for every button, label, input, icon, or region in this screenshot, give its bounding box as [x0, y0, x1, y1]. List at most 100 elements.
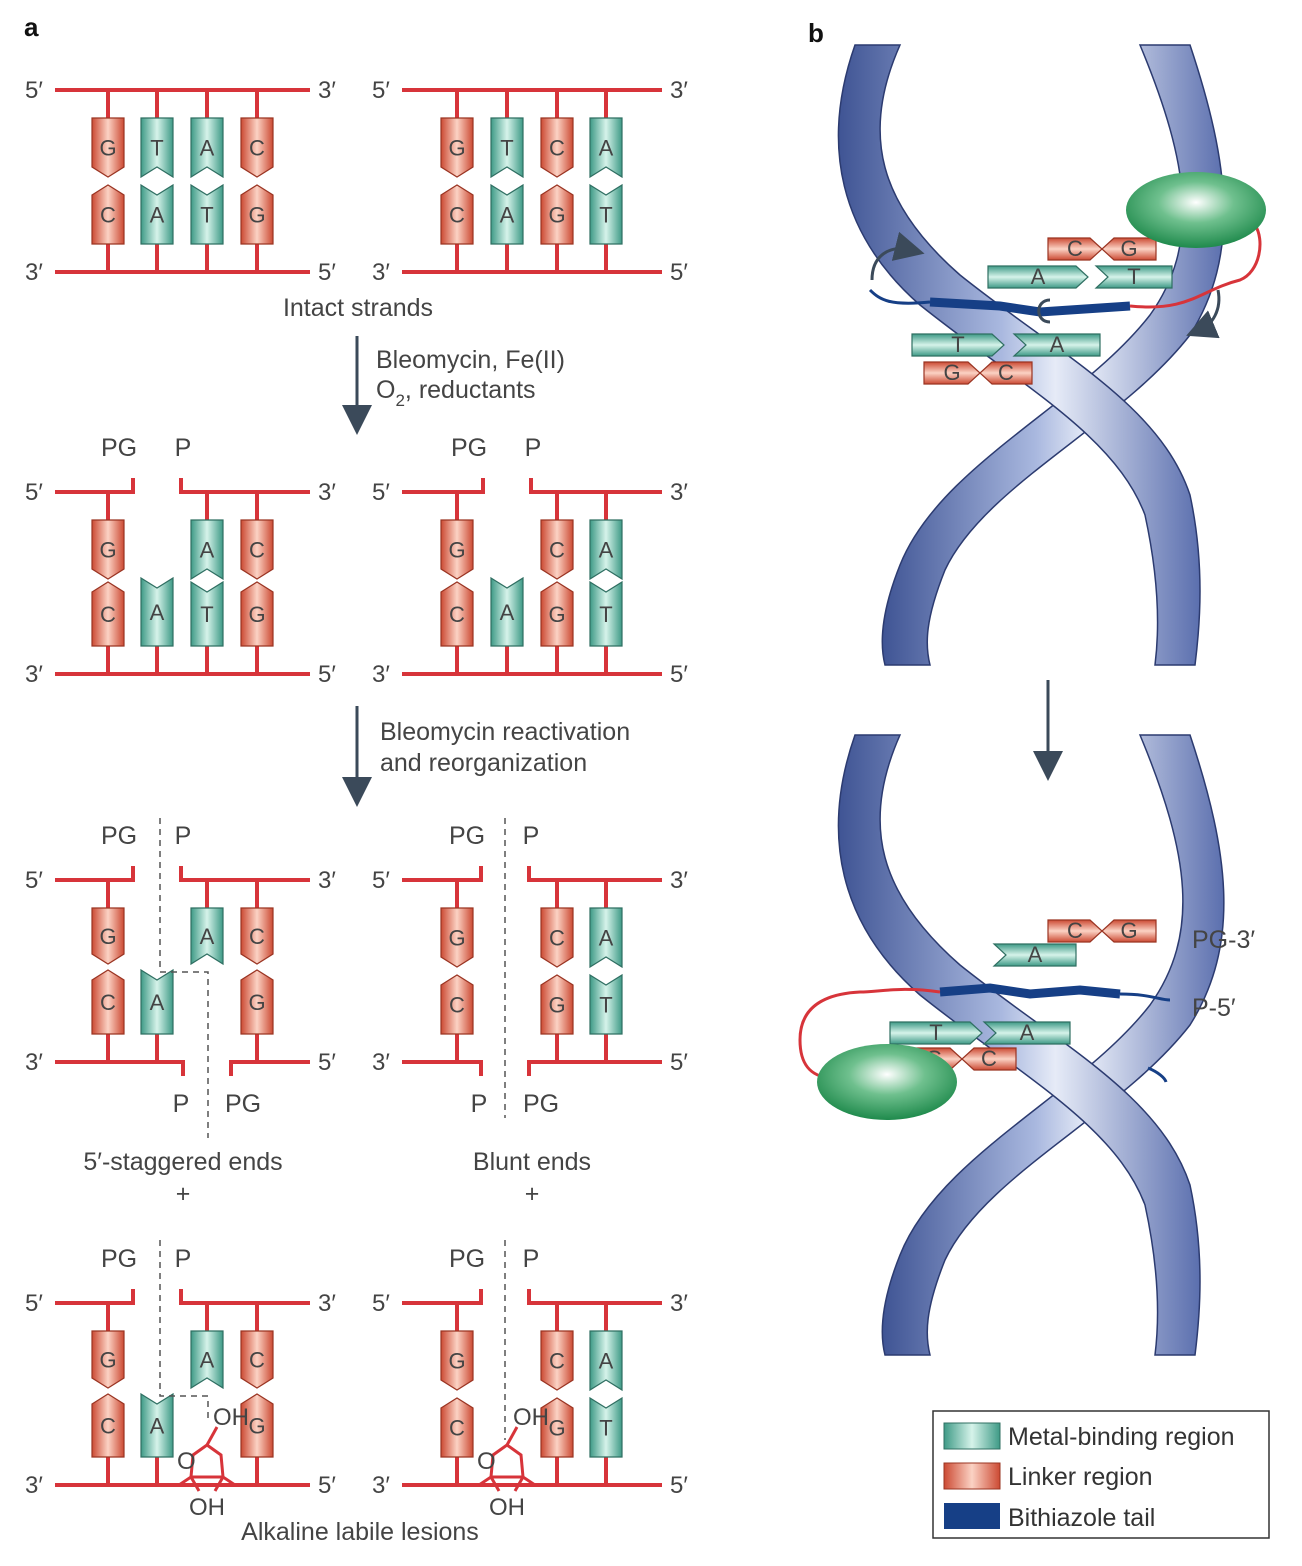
rowcleaved-right-3prime-top: 3′ [670, 479, 688, 506]
lesion-right-top-base-3-letter: A [599, 1349, 614, 1374]
intact-left-top-base-1-letter: T [150, 136, 163, 161]
helix-top-pair0-right-letter: G [1120, 236, 1137, 261]
lesion-right-top-base-2-letter: C [549, 1349, 565, 1374]
intact-left-top-base-2-letter: A [200, 136, 215, 161]
staggered-ends-caption: 5′-staggered ends [83, 1148, 282, 1176]
rowcleaved-left-3prime-top: 3′ [318, 479, 336, 506]
lesion-left-top-strand-left [55, 1289, 135, 1305]
helix-bottom-pair0-left-shape [1047, 919, 1103, 943]
helix-bottom-tail-end [1119, 992, 1171, 1002]
rowstaggered-5prime-bottom: 5′ [318, 1049, 336, 1076]
intact-left-top-base-3-letter: C [249, 136, 265, 161]
helix-top-tail-end [868, 288, 931, 305]
rowlesion-left-3prime-bottom: 3′ [25, 1472, 43, 1499]
rowintact-left-3prime-top: 3′ [318, 77, 336, 104]
rowblunt-3prime-bottom: 3′ [372, 1049, 390, 1076]
blunt-top-strand-left [402, 866, 483, 882]
lesion-right-lesion-o: O [477, 1448, 496, 1475]
legend-metal-binding-label: Metal-binding region [1008, 1423, 1235, 1451]
rowlesion-right-5prime-top: 5′ [372, 1290, 390, 1317]
blunt-top-base-0-shape [440, 907, 474, 968]
lesion-left-lesion-oh-top: OH [213, 1404, 249, 1431]
rowcleaved-right-3prime-bottom: 3′ [372, 661, 390, 688]
helix-top-pair1-right-shape [1094, 265, 1173, 289]
rowlesion-right-5prime-bottom: 5′ [670, 1472, 688, 1499]
cleaved-left-top-strand-right [179, 478, 310, 494]
helix-bottom-pair1-left-letter: A [1028, 942, 1043, 967]
panel-a-letter: a [24, 12, 39, 42]
blunt-pg-top: PG [449, 822, 485, 850]
rowlesion-left-5prime-bottom: 5′ [318, 1472, 336, 1499]
intact-right-bottom-base-1-letter: A [500, 203, 515, 228]
lesion-right-bottom-base-3-shape [589, 1396, 623, 1458]
lesion-left-top-base-3-shape [240, 1330, 274, 1389]
staggered-top-base-3-letter: C [249, 924, 265, 949]
blunt-ends-caption: Blunt ends [473, 1148, 591, 1176]
lesion-right-pg-top: PG [449, 1245, 485, 1273]
cleaved-left-top-base-2-shape [190, 519, 224, 581]
helix-top-pair1-right-letter: T [1127, 264, 1140, 289]
helix-top-pair3-right-letter: C [998, 360, 1014, 385]
helix-top-pair2-right-letter: A [1050, 332, 1065, 357]
helix-bottom-linker [798, 987, 941, 1080]
cleaved-right-top-base-3-letter: A [599, 538, 614, 563]
staggered-top-strand-right [179, 866, 310, 882]
blunt-bottom-base-2-shape [540, 974, 574, 1035]
cleaved-right-top-base-2-shape [540, 519, 574, 580]
cleaved-right-bottom-base-3-letter: T [599, 602, 612, 627]
lesion-right-top-strand-right [527, 1289, 662, 1305]
helix-top-pair3-right-shape [979, 361, 1033, 385]
cleaved-left-bottom-base-0-shape [91, 581, 125, 647]
lesion-left-bottom-base-1-letter: A [150, 1414, 165, 1439]
intact-left-top-base-3-shape [240, 117, 274, 178]
lesion-left-bottom-base-3-shape [240, 1393, 274, 1458]
lesion-left-lesion-oh-bottom: OH [189, 1494, 225, 1521]
intact-left-bottom-base-2-letter: T [200, 203, 213, 228]
panel-b-helix-diagrams: CGATTAGCCGATAGC [798, 44, 1266, 1356]
step1-o2-o: O [376, 376, 395, 404]
cleaved-right-bottom-base-3-shape [589, 580, 623, 647]
intact-right-top-base-0-shape [440, 117, 474, 178]
helix-top-pair1-left-shape [987, 265, 1089, 289]
p5-label: P-5′ [1192, 994, 1236, 1022]
lesion-left-top-base-0-letter: G [99, 1348, 116, 1373]
lesion-right-top-base-0-letter: G [448, 1349, 465, 1374]
cleaved-right-top-base-0-shape [440, 519, 474, 580]
helix-bottom-tail-tip [1147, 1066, 1168, 1083]
lesion-right-p-top: P [523, 1245, 540, 1273]
helix-top-pair3-left-shape [923, 361, 981, 385]
helix-top-pair0-left-shape [1047, 237, 1103, 261]
step1-label-line1: Bleomycin, Fe(II) [376, 346, 565, 374]
lesion-left-bottom-base-0-letter: C [100, 1414, 116, 1439]
lesion-left-pg-top: PG [101, 1245, 137, 1273]
lesion-left-top-strand-right [179, 1289, 310, 1305]
lesion-right-bottom-base-2-letter: G [548, 1416, 565, 1441]
rowintact-right-3prime-bottom: 3′ [372, 259, 390, 286]
intact-left-bottom-base-3-letter: G [248, 203, 265, 228]
staggered-bottom-base-0-shape [91, 969, 125, 1035]
blunt-top-base-2-shape [540, 907, 574, 968]
cleaved-left-pg-top: PG [101, 434, 137, 462]
blunt-top-strand-right [527, 866, 662, 882]
rowintact-left-3prime-bottom: 3′ [25, 259, 43, 286]
lesion-right-bottom-base-3-letter: T [599, 1416, 612, 1441]
intact-left-bottom-base-3-shape [240, 184, 274, 245]
lesion-left-bottom-base-3-letter: G [248, 1414, 265, 1439]
intact-right-bottom-base-0-letter: C [449, 203, 465, 228]
blunt-plus: + [525, 1180, 540, 1208]
legend-linker-label: Linker region [1008, 1463, 1153, 1491]
staggered-top-base-0-shape [91, 907, 125, 965]
staggered-p-top: P [175, 822, 192, 850]
staggered-bottom-base-3-letter: G [248, 990, 265, 1015]
staggered-top-base-3-shape [240, 907, 274, 965]
helix-top-twist-arrow [1037, 298, 1051, 324]
staggered-top-strand-left [55, 866, 135, 882]
blunt-top-base-0-letter: G [448, 926, 465, 951]
staggered-dash-0 [159, 818, 209, 1138]
rowintact-right-5prime-top: 5′ [372, 77, 390, 104]
helix-bottom-pair2-right-letter: A [1020, 1020, 1035, 1045]
intact-left-bottom-base-2-shape [190, 183, 224, 245]
intact-left-bottom-base-0-shape [91, 184, 125, 245]
